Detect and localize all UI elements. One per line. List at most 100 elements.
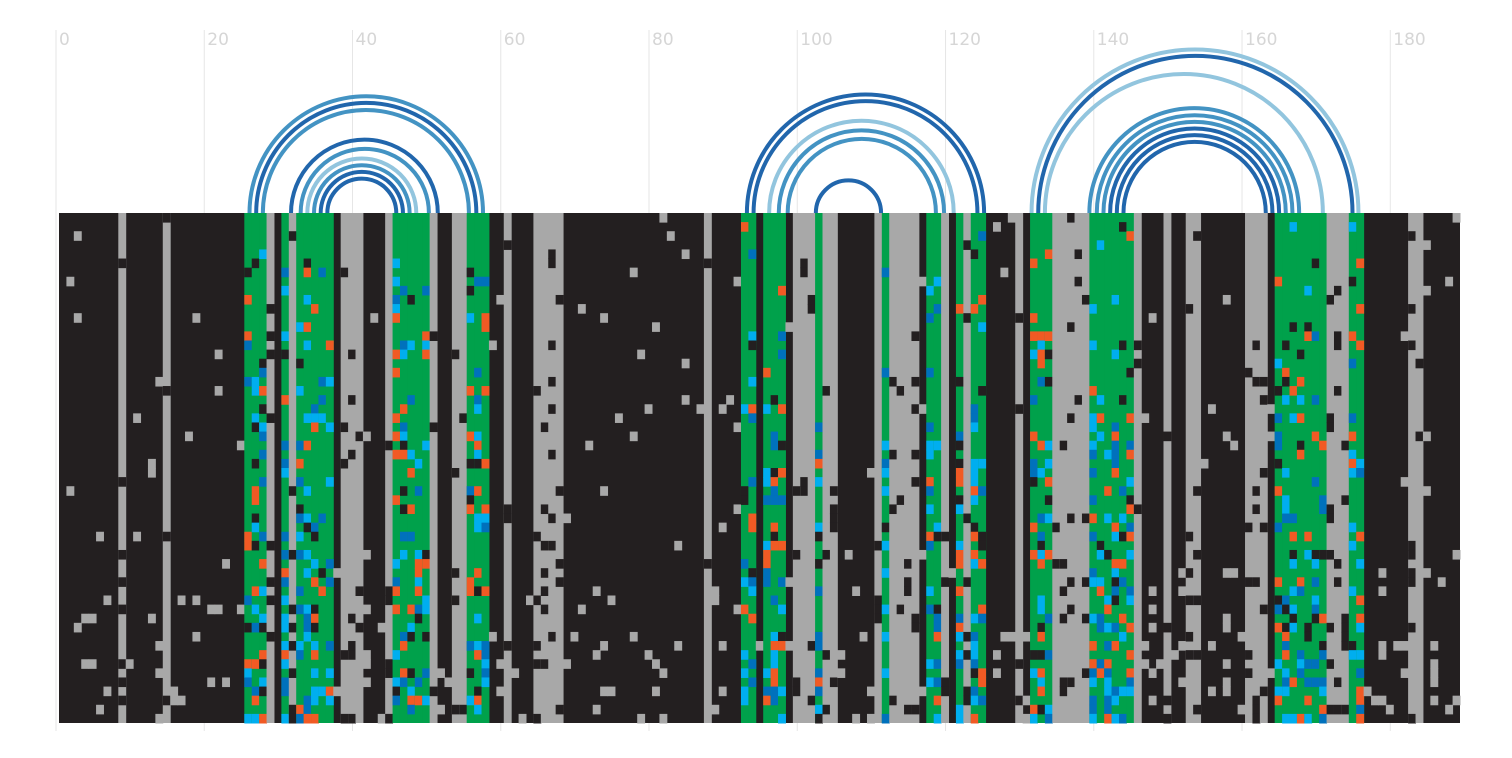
mismatch-cell	[1296, 376, 1305, 387]
dark-cell	[1193, 595, 1202, 606]
gap-cell	[155, 641, 164, 651]
dark-cell	[288, 486, 297, 496]
mismatch-cell	[970, 468, 979, 478]
dark-cell	[555, 704, 564, 715]
gap-cell	[155, 376, 164, 387]
gap-cell	[666, 231, 675, 241]
gap-cell	[837, 668, 846, 678]
dark-cell	[1067, 604, 1076, 615]
dark-cell	[1259, 686, 1268, 697]
mismatch-cell	[763, 668, 772, 678]
dark-cell	[1059, 686, 1068, 697]
dark-cell	[1326, 294, 1335, 305]
dark-cell	[162, 531, 171, 542]
dark-cell	[822, 386, 831, 396]
gap-cell	[222, 677, 230, 688]
gap-column	[1163, 213, 1172, 723]
mismatch-cell	[763, 549, 772, 560]
dark-cell	[540, 568, 549, 578]
dark-cell	[1067, 213, 1076, 223]
mismatch-cell	[1274, 604, 1283, 615]
mismatch-cell	[244, 677, 253, 688]
mismatch-cell	[296, 458, 305, 469]
dark-cell	[1074, 395, 1083, 405]
mismatch-cell	[281, 267, 290, 278]
dark-cell	[311, 622, 319, 633]
mismatch-cell	[926, 659, 935, 669]
mismatch-cell	[770, 650, 779, 660]
dark-cell	[451, 595, 460, 606]
gap-cell	[652, 322, 660, 332]
mismatch-cell	[481, 313, 490, 323]
mismatch-cell	[1289, 413, 1298, 423]
gap-cell	[918, 686, 927, 697]
mismatch-cell	[407, 340, 416, 351]
mismatch-cell	[778, 331, 786, 341]
dark-cell	[1245, 650, 1253, 660]
mismatch-cell	[1111, 713, 1120, 724]
mismatch-cell	[748, 404, 757, 414]
mismatch-cell	[303, 713, 312, 724]
dark-cell	[251, 513, 260, 524]
dark-cell	[829, 522, 838, 533]
mismatch-cell	[318, 395, 327, 405]
dark-cell	[792, 486, 801, 496]
mismatch-cell	[1119, 577, 1127, 587]
mismatch-cell	[281, 677, 290, 688]
mismatch-cell	[392, 276, 401, 287]
mismatch-cell	[474, 367, 483, 378]
mismatch-cell	[1119, 713, 1127, 724]
gap-column	[385, 213, 394, 723]
mismatch-cell	[296, 513, 305, 524]
mismatch-cell	[770, 440, 779, 451]
mismatch-cell	[311, 577, 319, 587]
gap-cell	[681, 249, 690, 260]
mismatch-cell	[778, 577, 786, 587]
dark-cell	[533, 659, 542, 669]
gap-cell	[1237, 704, 1246, 715]
dark-cell	[778, 631, 786, 642]
gap-cell	[918, 276, 927, 287]
gap-cell	[377, 622, 386, 633]
gap-cell	[866, 468, 875, 478]
dark-cell	[1104, 549, 1113, 560]
mismatch-cell	[422, 559, 431, 569]
mismatch-cell	[740, 650, 749, 660]
gap-cell	[1452, 695, 1461, 706]
dark-cell	[288, 713, 297, 724]
dark-cell	[1111, 595, 1120, 606]
dark-cell	[911, 622, 920, 633]
mismatch-cell	[1037, 686, 1046, 697]
dark-cell	[970, 522, 979, 533]
mismatch-cell	[244, 531, 253, 542]
dark-cell	[703, 258, 712, 269]
gap-cell	[496, 686, 505, 697]
mismatch-cell	[474, 641, 483, 651]
mismatch-cell	[392, 294, 401, 305]
mismatch-cell	[303, 513, 312, 524]
mismatch-cell	[311, 413, 319, 423]
gap-cell	[948, 568, 957, 578]
dark-cell	[911, 477, 920, 487]
mismatch-cell	[933, 522, 942, 533]
dark-cell	[1185, 595, 1194, 606]
gap-cell	[377, 713, 386, 724]
mismatch-cell	[1356, 458, 1365, 469]
gap-cell	[1378, 568, 1387, 578]
mismatch-cell	[1030, 549, 1038, 560]
mismatch-cell	[481, 386, 490, 396]
mismatch-cell	[407, 531, 416, 542]
mismatch-cell	[414, 549, 423, 560]
dark-cell	[904, 586, 912, 596]
dark-cell	[1282, 622, 1291, 633]
dark-cell	[1259, 376, 1268, 387]
mismatch-cell	[770, 641, 779, 651]
dark-cell	[1326, 513, 1335, 524]
dark-cell	[422, 549, 431, 560]
mismatch-cell	[1356, 304, 1365, 314]
mismatch-cell	[1356, 695, 1365, 706]
gap-cell	[370, 313, 379, 323]
mismatch-cell	[474, 395, 483, 405]
mismatch-cell	[281, 440, 290, 451]
mismatch-cell	[926, 604, 935, 615]
